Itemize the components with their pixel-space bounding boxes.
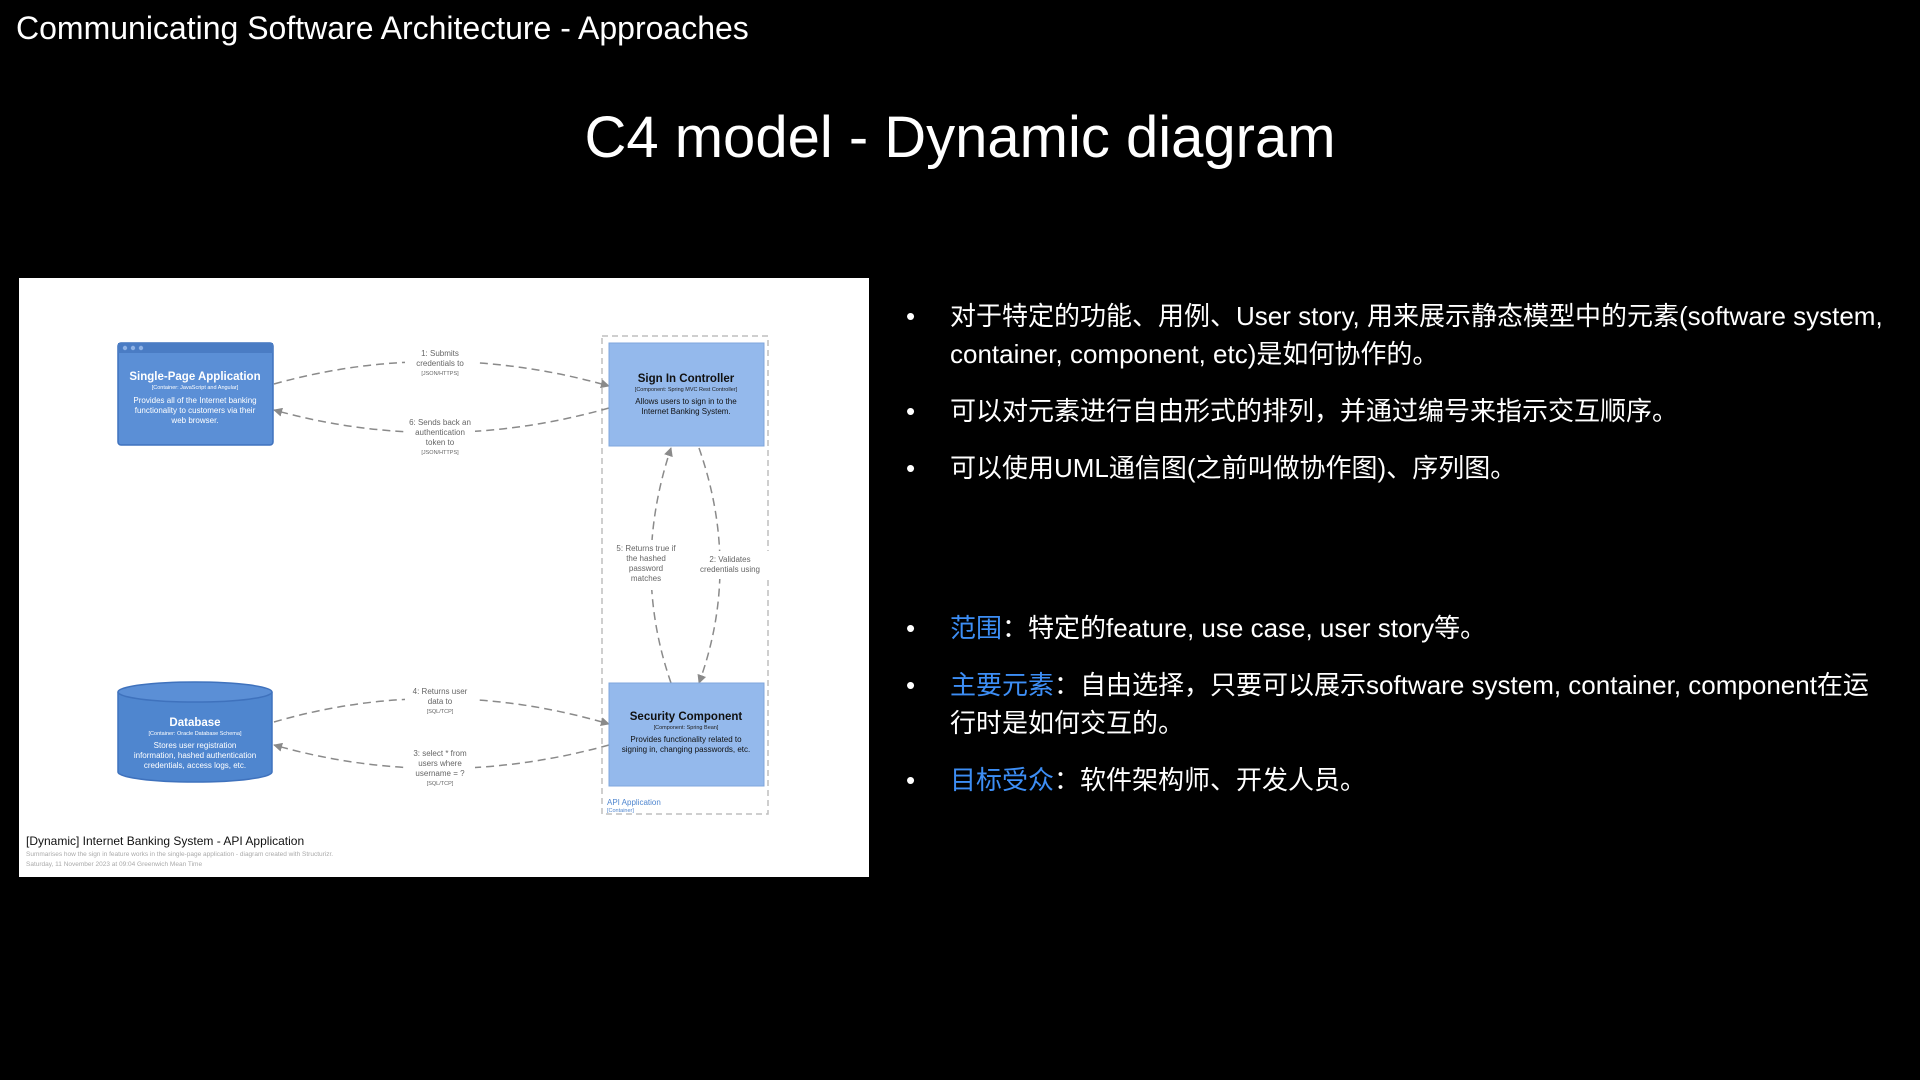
database-tech: [Container: Oracle Database Schema]: [149, 731, 242, 737]
edge-5-label-line: matches: [631, 574, 661, 583]
bullet-icon: •: [906, 301, 916, 331]
edge-label-6: 6: Sends back an authentication token to…: [405, 414, 475, 462]
database-desc-line: Stores user registration: [154, 741, 237, 750]
spa-desc-line: functionality to customers via their: [135, 406, 256, 415]
bullet-label-scope: 范围: [950, 613, 1003, 643]
signin-desc-line: Allows users to sign in to the: [635, 397, 737, 406]
bullet-line: 特定的feature, use case, user story等。: [1028, 613, 1487, 643]
security-desc-line: signing in, changing passwords, etc.: [622, 745, 751, 754]
edge-3-label-line: users where: [418, 759, 462, 768]
bullet-line: 可以对元素进行自由形式的排列，并通过编号来指示交互顺序。: [950, 396, 1679, 426]
diagram-footer-subtitle: Summarises how the sign in feature works…: [26, 851, 333, 858]
edge-2-label-line: credentials using: [700, 565, 760, 574]
edge-3-label-line: username = ?: [415, 769, 465, 778]
edge-6-label-line: 6: Sends back an: [409, 418, 471, 427]
bullet-icon: •: [906, 765, 916, 795]
node-sign-in-controller: Sign In Controller [Component: Spring MV…: [608, 342, 765, 447]
boundary-type: [Container]: [607, 808, 634, 814]
edge-label-2: 2: Validates credentials using: [693, 551, 769, 579]
edge-6-tech: [JSON/HTTPS]: [421, 450, 459, 456]
bullet-item: • 可以对元素进行自由形式的排列，并通过编号来指示交互顺序。: [906, 392, 1906, 430]
bullet-icon: •: [906, 613, 916, 643]
edge-1-label-line: credentials to: [416, 359, 464, 368]
edge-label-4: 4: Returns user data to [SQL/TCP]: [405, 684, 475, 722]
node-database: Database [Container: Oracle Database Sch…: [117, 681, 273, 783]
header-title: Communicating Software Architecture - Ap…: [16, 10, 749, 46]
database-desc-line: information, hashed authentication: [134, 751, 256, 760]
bullet-icon: •: [906, 396, 916, 426]
bullet-item-audience: • 目标受众：软件架构师、开发人员。: [906, 761, 1906, 799]
boundary-name: API Application: [607, 798, 661, 807]
bullet-separator: ：: [1054, 765, 1081, 795]
dynamic-diagram: API Application [Container] 1: Submits c…: [26, 335, 769, 868]
window-dot-icon: [130, 345, 136, 351]
bullet-line: 行时是如何交互的。: [950, 708, 1185, 738]
signin-tech: [Component: Spring MVC Rest Controller]: [635, 387, 738, 393]
bullet-line: container, component, etc)是如何协作的。: [950, 339, 1439, 369]
spa-desc-line: Provides all of the Internet banking: [133, 396, 256, 405]
bullet-line: 对于特定的功能、用例、User story, 用来展示静态模型中的元素(soft…: [950, 301, 1883, 331]
edge-4-returns-user: [273, 697, 610, 727]
database-desc-line: credentials, access logs, etc.: [144, 761, 246, 770]
spa-name: Single-Page Application: [129, 371, 260, 383]
edge-5-label-line: 5: Returns true if: [616, 544, 676, 553]
spa-desc-line: web browser.: [170, 416, 218, 425]
database-name: Database: [169, 717, 220, 729]
security-desc-line: Provides functionality related to: [630, 735, 742, 744]
edge-1-submits: [273, 360, 610, 389]
edge-1-tech: [JSON/HTTPS]: [421, 371, 459, 377]
slide-title: C4 model - Dynamic diagram: [584, 105, 1336, 170]
dynamic-diagram-figure: API Application [Container] 1: Submits c…: [19, 278, 869, 877]
edge-3-label-line: 3: select * from: [413, 749, 467, 758]
spa-tech: [Container: JavaScript and Angular]: [152, 385, 239, 391]
bullet-list-overview: • 对于特定的功能、用例、User story, 用来展示静态模型中的元素(so…: [906, 297, 1906, 506]
node-security-component: Security Component [Component: Spring Be…: [608, 682, 765, 787]
edge-1-label-line: 1: Submits: [421, 349, 459, 358]
edge-6-label-line: token to: [426, 438, 455, 447]
bullet-separator: ：: [1002, 613, 1029, 643]
bullet-separator: ：: [1054, 670, 1081, 700]
signin-desc-line: Internet Banking System.: [641, 407, 730, 416]
window-dot-icon: [138, 345, 144, 351]
edge-5-label-line: the hashed: [626, 554, 666, 563]
bullet-item: • 可以使用UML通信图(之前叫做协作图)、序列图。: [906, 449, 1906, 487]
bullet-item-scope: • 范围：特定的feature, use case, user story等。: [906, 609, 1906, 647]
bullet-line: 软件架构师、开发人员。: [1080, 765, 1367, 795]
security-tech: [Component: Spring Bean]: [654, 725, 719, 731]
edge-2-label-line: 2: Validates: [709, 555, 750, 564]
bullet-line: 可以使用UML通信图(之前叫做协作图)、序列图。: [950, 453, 1517, 483]
bullet-list-details: • 范围：特定的feature, use case, user story等。 …: [906, 609, 1906, 818]
edge-4-label-line: data to: [428, 697, 453, 706]
signin-name: Sign In Controller: [638, 373, 735, 385]
edge-6-label-line: authentication: [415, 428, 465, 437]
edge-4-label-line: 4: Returns user: [413, 687, 468, 696]
edge-label-5: 5: Returns true if the hashed password m…: [611, 540, 683, 590]
edge-3-tech: [SQL/TCP]: [427, 781, 454, 787]
edge-label-3: 3: select * from users where username = …: [405, 745, 475, 793]
bullet-label-elements: 主要元素: [950, 670, 1055, 700]
bullet-icon: •: [906, 670, 916, 700]
diagram-footer-date: Saturday, 11 November 2023 at 09:04 Gree…: [26, 861, 202, 868]
security-name: Security Component: [630, 711, 743, 723]
bullet-line: 自由选择，只要可以展示software system, container, c…: [1080, 670, 1869, 700]
bullet-item: • 对于特定的功能、用例、User story, 用来展示静态模型中的元素(so…: [906, 297, 1906, 373]
bullet-item-elements: • 主要元素：自由选择，只要可以展示software system, conta…: [906, 666, 1906, 742]
diagram-footer-title: [Dynamic] Internet Banking System - API …: [26, 834, 304, 848]
bullet-icon: •: [906, 453, 916, 483]
edge-5-label-line: password: [629, 564, 663, 573]
edge-label-1: 1: Submits credentials to [JSON/HTTPS]: [405, 347, 475, 387]
node-single-page-application: Single-Page Application [Container: Java…: [117, 342, 274, 446]
edge-4-tech: [SQL/TCP]: [427, 709, 454, 715]
window-dot-icon: [122, 345, 128, 351]
bullet-label-audience: 目标受众: [950, 765, 1055, 795]
